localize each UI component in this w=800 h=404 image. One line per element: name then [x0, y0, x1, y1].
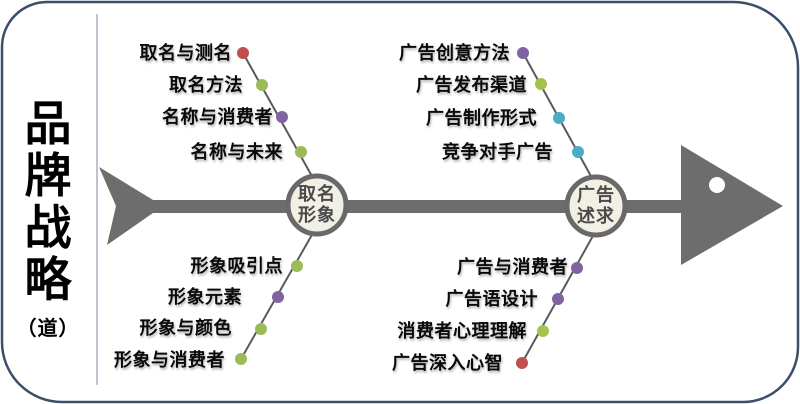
branch-dot — [291, 260, 303, 272]
branch-label-top-left-3: 名称与消费者 — [162, 107, 273, 127]
branch-label-bottom-left-4: 形象与消费者 — [114, 350, 225, 370]
branch-dot — [553, 112, 565, 124]
diagram-subtitle: （道） — [16, 318, 80, 340]
branch-label-bottom-left-2: 形象元素 — [168, 287, 242, 307]
branch-dot — [235, 353, 247, 365]
branch-label-bottom-left-1: 形象吸引点 — [190, 256, 283, 276]
head-eye — [709, 177, 725, 193]
branch-dot — [295, 146, 307, 158]
branch-label-top-right-3: 广告制作形式 — [426, 108, 537, 128]
branch-label-bottom-right-2: 广告语设计 — [445, 289, 538, 309]
spine-bar — [150, 200, 683, 213]
branch-dot — [535, 78, 547, 90]
branch-label-top-left-4: 名称与未来 — [190, 142, 283, 162]
branch-label-top-right-1: 广告创意方法 — [399, 43, 510, 63]
tail-arrow — [99, 167, 163, 245]
branch-dot — [517, 47, 529, 59]
branch-dot — [571, 262, 583, 274]
branch-dot — [255, 323, 267, 335]
node-label-ad-appeal: 广告 述求 — [577, 185, 615, 226]
branch-dot — [516, 357, 528, 369]
branch-dot — [572, 146, 584, 158]
branch-label-bottom-right-4: 广告深入心智 — [392, 353, 503, 373]
diagram-title: 品牌战略 — [24, 97, 72, 306]
branch-label-bottom-right-3: 消费者心理理解 — [397, 321, 527, 341]
branch-dot — [237, 47, 249, 59]
branch-dot — [552, 293, 564, 305]
node-label-naming-image: 取名 形象 — [298, 184, 336, 225]
branch-label-top-right-2: 广告发布渠道 — [416, 75, 527, 95]
branch-dot — [276, 111, 288, 123]
branch-dot — [537, 325, 549, 337]
branch-dot — [272, 291, 284, 303]
branch-label-top-left-2: 取名方法 — [169, 75, 243, 95]
branch-label-bottom-right-1: 广告与消费者 — [457, 257, 568, 277]
branch-label-top-right-4: 竞争对手广告 — [442, 142, 553, 162]
branch-dot — [256, 79, 268, 91]
node-circle-ad-appeal — [564, 174, 628, 238]
head-arrow — [681, 145, 783, 265]
node-circle-naming-image — [285, 173, 349, 237]
branch-label-top-left-1: 取名与测名 — [139, 43, 232, 63]
branch-label-bottom-left-3: 形象与颜色 — [139, 318, 232, 338]
